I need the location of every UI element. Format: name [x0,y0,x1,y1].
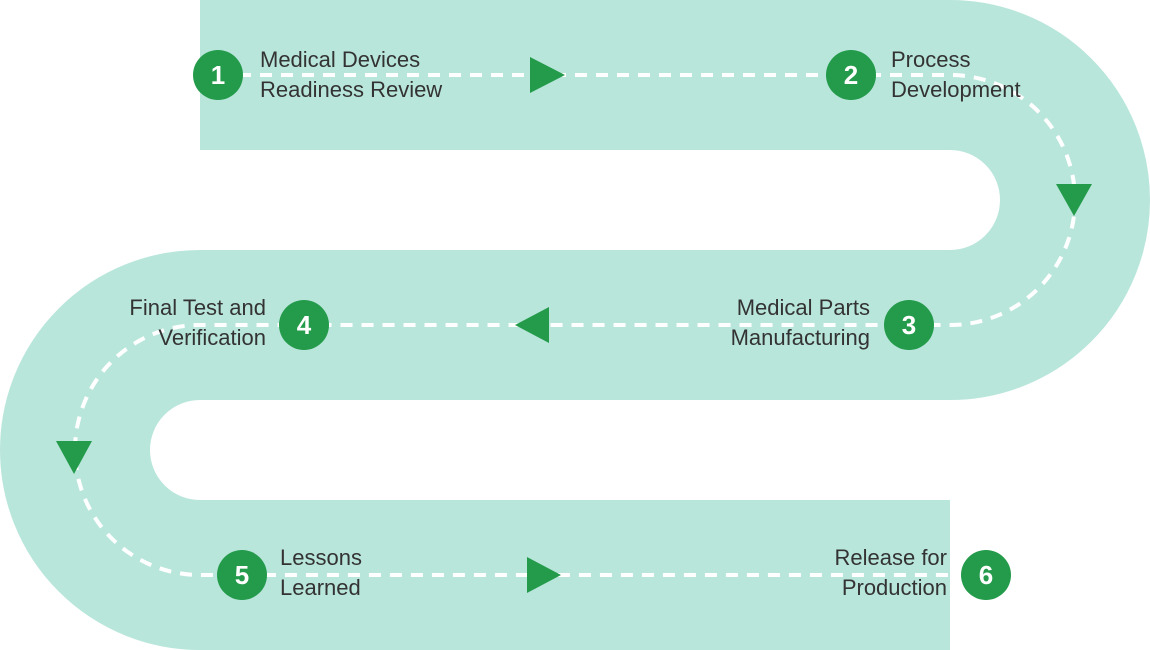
arrow-right-icon [527,557,561,593]
badge-number: 6 [979,560,993,590]
step-label-line: Learned [280,575,361,600]
step-label-line: Verification [158,325,266,350]
step-label-2: Process Development [891,45,1021,105]
badge-circle [826,50,876,100]
step-badge-1: 1 [193,50,243,100]
badge-circle [217,550,267,600]
step-badge-5: 5 [217,550,267,600]
step-badge-3: 3 [884,300,934,350]
dashed-route [73,73,1077,577]
badge-circle [884,300,934,350]
arrow-down-icon [56,441,92,474]
step-badge-2: 2 [826,50,876,100]
step-label-line: Production [841,575,947,600]
direction-arrows [56,57,1092,593]
badge-number: 1 [211,60,225,90]
step-label-line: Readiness Review [260,77,443,102]
badge-number: 3 [902,310,916,340]
arrow-right-icon [530,57,565,93]
badge-number: 4 [297,310,312,340]
step-label-4: Final Test and Verification [129,293,266,353]
arrow-left-icon [515,307,549,343]
step-label-line: Medical Parts [736,295,870,320]
step-badge-4: 4 [279,300,329,350]
badge-circle [279,300,329,350]
step-label-line: Manufacturing [730,325,870,350]
step-label-3: Medical Parts Manufacturing [731,293,870,353]
arrow-down-icon [1056,184,1092,216]
step-label-line: Final Test and [129,295,266,320]
step-label-6: Release for Production [834,543,947,603]
dashed-route-line [73,73,1077,577]
step-label-5: Lessons Learned [280,543,362,603]
step-label-line: Medical Devices [260,47,421,72]
step-label-1: Medical Devices Readiness Review [260,45,442,105]
badge-circle [193,50,243,100]
step-label-line: Lessons [280,545,362,570]
step-label-line: Development [891,77,1021,102]
badge-number: 2 [844,60,858,90]
badge-number: 5 [235,560,249,590]
badge-circle [961,550,1011,600]
step-label-line: Release for [834,545,947,570]
step-badge-6: 6 [961,550,1011,600]
step-label-line: Process [891,47,971,72]
